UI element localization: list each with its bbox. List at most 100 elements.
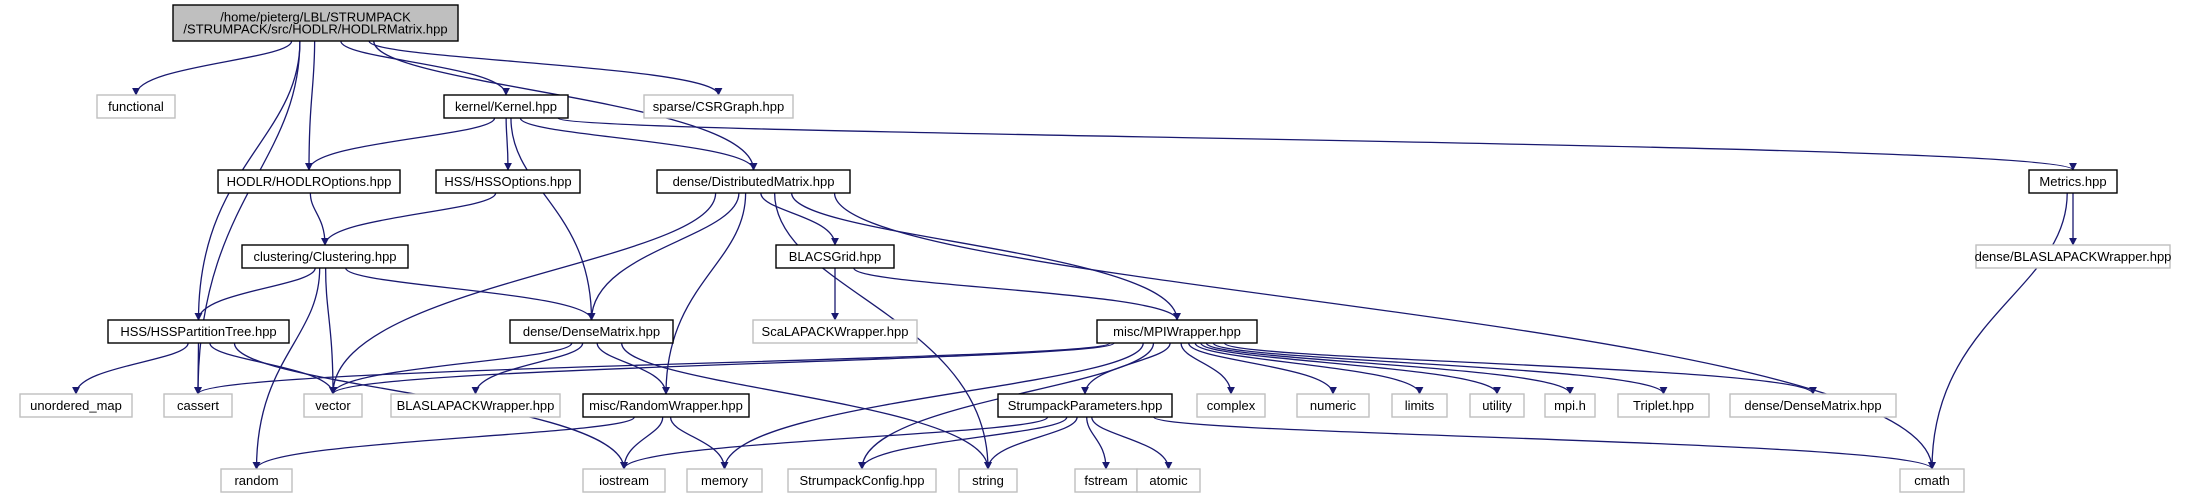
node-box: [1544, 393, 1596, 418]
node-box: [163, 393, 233, 418]
edge-strumparams-to-string: [984, 416, 1078, 470]
node-unordered_map: unordered_map: [19, 393, 133, 418]
edge-densemat-to-vector: [329, 342, 573, 395]
node-box: [787, 468, 937, 493]
node-blaslapack1: dense/BLASLAPACKWrapper.hpp: [1975, 244, 2171, 269]
edge-hodlropts-to-clustering: [309, 192, 329, 246]
edge-mpiwrapper-to-vector: [329, 342, 1115, 395]
node-label: mpi.h: [1554, 398, 1586, 413]
node-label: vector: [315, 398, 351, 413]
node-box: [435, 169, 581, 194]
edge-mpiwrapper-to-utility: [1200, 342, 1501, 395]
node-box: [241, 244, 409, 269]
node-box: [1469, 393, 1525, 418]
node-label: Metrics.hpp: [2039, 174, 2106, 189]
node-box: [96, 94, 176, 119]
node-box: [2028, 169, 2118, 194]
edge-hssopts-to-clustering: [321, 192, 497, 246]
node-box: [1617, 393, 1710, 418]
node-label: ScaLAPACKWrapper.hpp: [762, 324, 909, 339]
node-box: [582, 468, 666, 493]
node-hodlropts[interactable]: HODLR/HODLROptions.hpp: [217, 169, 401, 194]
node-iostream: iostream: [582, 468, 666, 493]
edge-blacsgrid-to-mpiwrapper: [853, 267, 1181, 321]
edge-strumparams-to-iostream: [620, 416, 1049, 470]
node-label: string: [972, 473, 1004, 488]
node-box: [220, 468, 293, 493]
node-box: [1196, 393, 1266, 418]
node-label: memory: [701, 473, 748, 488]
node-label: numeric: [1310, 398, 1357, 413]
node-box: [509, 319, 674, 344]
node-hsspt[interactable]: HSS/HSSPartitionTree.hpp: [107, 319, 290, 344]
node-label: BLACSGrid.hpp: [789, 249, 882, 264]
edge-mpiwrapper-to-densemat2: [1223, 342, 1817, 395]
edge-randomwrapper-to-iostream: [620, 416, 664, 470]
edge-mpiwrapper-to-triplet: [1212, 342, 1668, 395]
node-scalapack: ScaLAPACKWrapper.hpp: [752, 319, 918, 344]
node-randomwrapper[interactable]: misc/RandomWrapper.hpp: [582, 393, 750, 418]
node-box: [958, 468, 1018, 493]
edge-mpiwrapper-to-strumparams: [1081, 342, 1171, 395]
edge-distmat-to-string: [773, 192, 992, 470]
node-label: dense/DistributedMatrix.hpp: [673, 174, 835, 189]
node-blacsgrid[interactable]: BLACSGrid.hpp: [775, 244, 895, 269]
node-hssopts[interactable]: HSS/HSSOptions.hpp: [435, 169, 581, 194]
node-label: dense/DenseMatrix.hpp: [523, 324, 660, 339]
node-box: [1391, 393, 1448, 418]
node-csrgraph: sparse/CSRGraph.hpp: [643, 94, 794, 119]
node-label: HSS/HSSPartitionTree.hpp: [120, 324, 276, 339]
node-label: dense/DenseMatrix.hpp: [1744, 398, 1881, 413]
node-utility: utility: [1469, 393, 1525, 418]
edge-kernel-to-metrics: [557, 117, 2077, 171]
node-label: misc/MPIWrapper.hpp: [1113, 324, 1241, 339]
node-label: fstream: [1084, 473, 1127, 488]
edge-root-to-hsspt: [194, 40, 301, 321]
edge-strumparams-to-strumconfig: [858, 416, 1068, 470]
node-label: HSS/HSSOptions.hpp: [444, 174, 571, 189]
node-box: [656, 169, 851, 194]
node-atomic: atomic: [1136, 468, 1201, 493]
node-string: string: [958, 468, 1018, 493]
node-mpiwrapper[interactable]: misc/MPIWrapper.hpp: [1096, 319, 1258, 344]
node-metrics[interactable]: Metrics.hpp: [2028, 169, 2118, 194]
edge-root-to-hodlropts: [305, 40, 316, 171]
edge-mpiwrapper-to-numeric: [1188, 342, 1337, 395]
node-strumparams[interactable]: StrumpackParameters.hpp: [997, 393, 1173, 418]
edge-mpiwrapper-to-mpih: [1205, 342, 1574, 395]
edge-mpiwrapper-to-limits: [1194, 342, 1424, 395]
node-functional: functional: [96, 94, 176, 119]
node-box: [775, 244, 895, 269]
node-root[interactable]: /home/pieterg/LBL/STRUMPACK/STRUMPACK/sr…: [172, 4, 459, 42]
edge-hsspt-to-unordered_map: [72, 342, 189, 395]
node-complex: complex: [1196, 393, 1266, 418]
node-box: [1296, 393, 1370, 418]
node-memory: memory: [686, 468, 763, 493]
node-label: atomic: [1149, 473, 1188, 488]
edge-randomwrapper-to-random: [252, 416, 635, 470]
node-triplet: Triplet.hpp: [1617, 393, 1710, 418]
node-label: cassert: [177, 398, 219, 413]
node-box: [582, 393, 750, 418]
edge-root-to-functional: [132, 40, 293, 96]
node-distmat[interactable]: dense/DistributedMatrix.hpp: [656, 169, 851, 194]
node-box: [443, 94, 569, 119]
edge-kernel-to-densemat: [510, 117, 596, 321]
node-mpih: mpi.h: [1544, 393, 1596, 418]
node-label: clustering/Clustering.hpp: [253, 249, 396, 264]
edge-strumparams-to-fstream: [1086, 416, 1110, 470]
node-kernel[interactable]: kernel/Kernel.hpp: [443, 94, 569, 119]
edge-densemat-to-randomwrapper: [596, 342, 670, 395]
node-box: [107, 319, 290, 344]
edge-clustering-to-hsspt: [194, 267, 316, 321]
node-label: random: [234, 473, 278, 488]
node-label: StrumpackConfig.hpp: [799, 473, 924, 488]
node-box: [217, 169, 401, 194]
node-densemat[interactable]: dense/DenseMatrix.hpp: [509, 319, 674, 344]
edge-kernel-to-hssopts: [503, 117, 512, 171]
node-cmath: cmath: [1899, 468, 1965, 493]
edge-mpiwrapper-to-memory: [720, 342, 1144, 470]
edge-clustering-to-random: [252, 267, 321, 470]
node-clustering[interactable]: clustering/Clustering.hpp: [241, 244, 409, 269]
edge-densemat-to-blaslapack2: [471, 342, 584, 395]
